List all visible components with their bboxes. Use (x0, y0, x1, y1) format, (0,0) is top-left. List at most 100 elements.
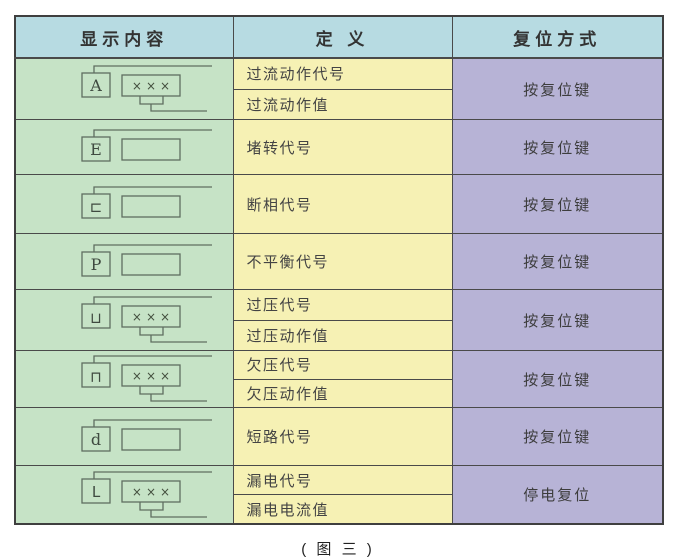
code-box (81, 250, 111, 277)
header-definition: 定 义 (232, 15, 453, 59)
code-glyph: ⊓ (90, 368, 102, 386)
reset-method-cell: 按复位键 (451, 233, 664, 290)
code-glyph: d (91, 430, 101, 449)
value-bracket (139, 386, 164, 395)
definition-cell: 堵转代号 (232, 119, 453, 175)
display-cell: ⊔ ××× (14, 289, 234, 351)
code-box (81, 477, 111, 504)
code-glyph: L (92, 483, 101, 501)
reset-method-cell: 按复位键 (451, 350, 664, 408)
annunciator-line (93, 65, 212, 73)
display-diagram: ⊓ ××× (81, 355, 212, 402)
definition-cell: 不平衡代号 (232, 233, 453, 290)
status-code-table: 显示内容 定 义 复位方式 A ××× (14, 15, 664, 525)
definition-cell: 过流动作代号 过流动作值 (232, 57, 453, 120)
definition-text: 堵转代号 (246, 139, 313, 157)
annunciator-line (93, 355, 212, 363)
definition-cell: 短路代号 (232, 407, 453, 466)
header-row: 显示内容 定 义 复位方式 (14, 15, 664, 59)
display-cell: P (14, 233, 234, 290)
annunciator-line (93, 243, 212, 252)
code-glyph: A (89, 76, 102, 95)
value-placeholder: ××× (132, 79, 174, 93)
value-pointer-line (150, 394, 207, 402)
definition-cell: 断相代号 (232, 174, 453, 234)
definition-text: 过压动作值 (246, 327, 330, 345)
table-row-leakage: L ××× 漏电代号 漏电电流值 停电复位 (14, 465, 664, 525)
reset-method-cell: 停电复位 (451, 465, 664, 525)
value-pointer-line (150, 104, 207, 112)
table-row-short-circuit: d 短路代号 按复位键 (14, 407, 664, 466)
annunciator-line (93, 186, 212, 194)
value-bracket (139, 327, 164, 336)
value-box (121, 138, 181, 161)
value-bracket (139, 96, 164, 105)
value-box (121, 427, 181, 451)
reset-method-cell: 按复位键 (451, 289, 664, 351)
code-glyph: ⊔ (90, 309, 102, 327)
definition-stack: 漏电代号 漏电电流值 (233, 466, 452, 523)
display-cell: ⊓ ××× (14, 350, 234, 408)
header-display-content: 显示内容 (14, 15, 234, 59)
display-diagram: d (81, 418, 212, 452)
reset-method-cell: 按复位键 (451, 174, 664, 234)
definition-text: 过流动作值 (246, 96, 330, 114)
value-bracket (139, 501, 164, 511)
table-row-unbalance: P 不平衡代号 按复位键 (14, 233, 664, 290)
code-box (81, 136, 111, 162)
table-row-overvoltage: ⊔ ××× 过压代号 过压动作值 按复位键 (14, 289, 664, 351)
display-diagram: A ××× (81, 65, 212, 112)
definition-text: 不平衡代号 (246, 254, 330, 271)
annunciator-line (93, 296, 212, 304)
value-box (121, 364, 181, 387)
code-box (81, 425, 111, 452)
display-cell: L ××× (14, 465, 234, 525)
value-placeholder: ××× (132, 485, 174, 499)
value-pointer-line (150, 509, 207, 518)
value-placeholder: ××× (132, 310, 174, 324)
table-row-stall: E 堵转代号 按复位键 (14, 119, 664, 175)
value-placeholder: ××× (132, 369, 174, 383)
display-diagram: ⊔ ××× (81, 296, 212, 343)
code-box (81, 362, 111, 388)
table-row-phase-loss: ⊏ 断相代号 按复位键 (14, 174, 664, 234)
definition-stack: 欠压代号 欠压动作值 (233, 351, 452, 407)
reset-method-cell: 按复位键 (451, 407, 664, 466)
definition-text: 过流动作代号 (233, 59, 452, 90)
definition-cell: 漏电代号 漏电电流值 (232, 465, 453, 525)
value-pointer-line (150, 335, 207, 343)
code-box (81, 72, 111, 98)
definition-cell: 过压代号 过压动作值 (232, 289, 453, 351)
definition-text: 欠压代号 (233, 351, 452, 380)
display-diagram: L ××× (81, 470, 212, 518)
annunciator-line (93, 418, 212, 427)
code-box (81, 193, 111, 219)
value-box (121, 74, 181, 97)
value-box (121, 479, 181, 503)
display-cell: A ××× (14, 57, 234, 120)
definition-text: 短路代号 (246, 429, 313, 446)
display-cell: d (14, 407, 234, 466)
definition-cell: 欠压代号 欠压动作值 (232, 350, 453, 408)
table-row-undervoltage: ⊓ ××× 欠压代号 欠压动作值 按复位键 (14, 350, 664, 408)
value-box (121, 195, 181, 218)
header-reset-method: 复位方式 (451, 15, 664, 59)
code-glyph: P (91, 255, 102, 274)
definition-text: 欠压动作值 (246, 385, 330, 403)
code-glyph: E (90, 140, 102, 159)
display-diagram: P (81, 243, 212, 277)
definition-text: 漏电电流值 (246, 501, 330, 519)
table-row-overcurrent: A ××× 过流动作代号 过流动作值 按复位键 (14, 57, 664, 120)
definition-text: 过压代号 (233, 290, 452, 321)
code-box (81, 303, 111, 329)
display-diagram: E (81, 129, 212, 162)
value-box (121, 252, 181, 276)
code-glyph: ⊏ (90, 198, 103, 216)
reset-method-cell: 按复位键 (451, 57, 664, 120)
definition-stack: 过压代号 过压动作值 (233, 290, 452, 350)
annunciator-line (93, 129, 212, 137)
definition-text: 断相代号 (246, 196, 313, 214)
definition-text: 漏电代号 (233, 466, 452, 495)
definition-stack: 过流动作代号 过流动作值 (233, 59, 452, 119)
